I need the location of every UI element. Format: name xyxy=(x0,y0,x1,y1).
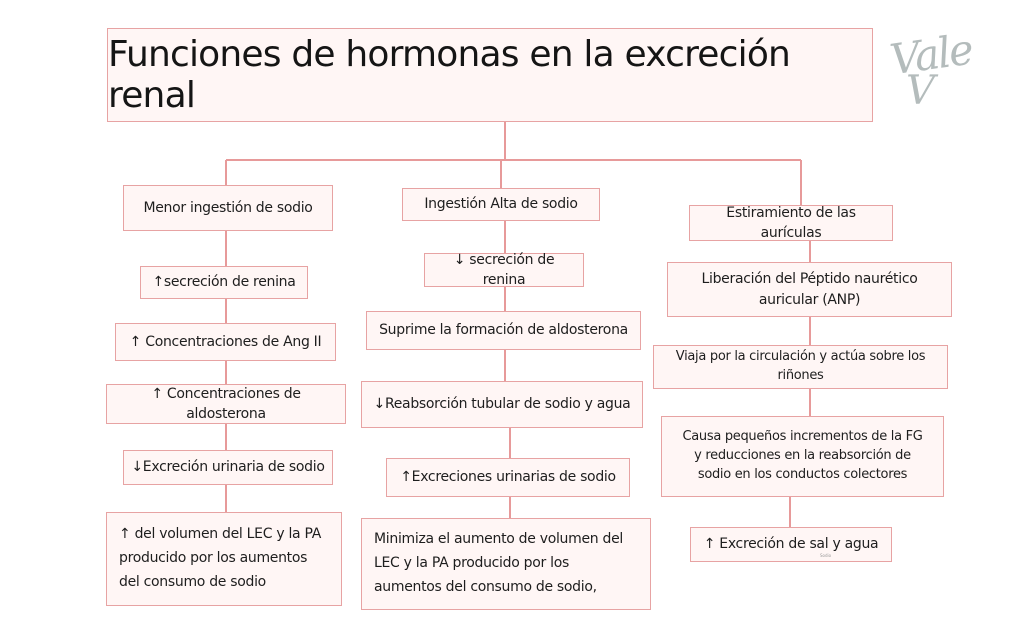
middle-node-2: ↓ secreción de renina xyxy=(424,252,584,288)
middle-node-5: ↑Excreciones urinarias de sodio xyxy=(386,458,630,497)
left-node-5: ↓Excreción urinaria de sodio xyxy=(123,450,333,485)
left-node-1: Menor ingestión de sodio xyxy=(123,185,333,231)
diagram-title: Funciones de hormonas en la excreción re… xyxy=(107,28,873,122)
left-node-3: ↑ Concentraciones de Ang II xyxy=(115,323,336,361)
tiny-note: Sodio xyxy=(820,553,832,558)
right-node-1: Estiramiento de las aurículas xyxy=(689,205,893,241)
logo-line-2: V xyxy=(906,68,935,114)
vale-logo: Vale V xyxy=(880,25,990,120)
middle-node-4: ↓Reabsorción tubular de sodio y agua xyxy=(361,381,643,428)
left-node-6: ↑ del volumen del LEC y la PA producido … xyxy=(106,512,342,606)
right-node-2: Liberación del Péptido naurético auricul… xyxy=(667,262,952,317)
middle-node-3: Suprime la formación de aldosterona xyxy=(366,311,641,350)
left-node-2: ↑secreción de renina xyxy=(140,266,308,299)
right-node-5: ↑ Excreción de sal y agua xyxy=(690,527,892,562)
middle-node-1: Ingestión Alta de sodio xyxy=(402,188,600,221)
right-node-3: Viaja por la circulación y actúa sobre l… xyxy=(653,345,948,389)
left-node-4: ↑ Concentraciones de aldosterona xyxy=(106,384,346,424)
right-node-4: Causa pequeños incrementos de la FG y re… xyxy=(661,416,944,497)
middle-node-6: Minimiza el aumento de volumen del LEC y… xyxy=(361,518,651,610)
